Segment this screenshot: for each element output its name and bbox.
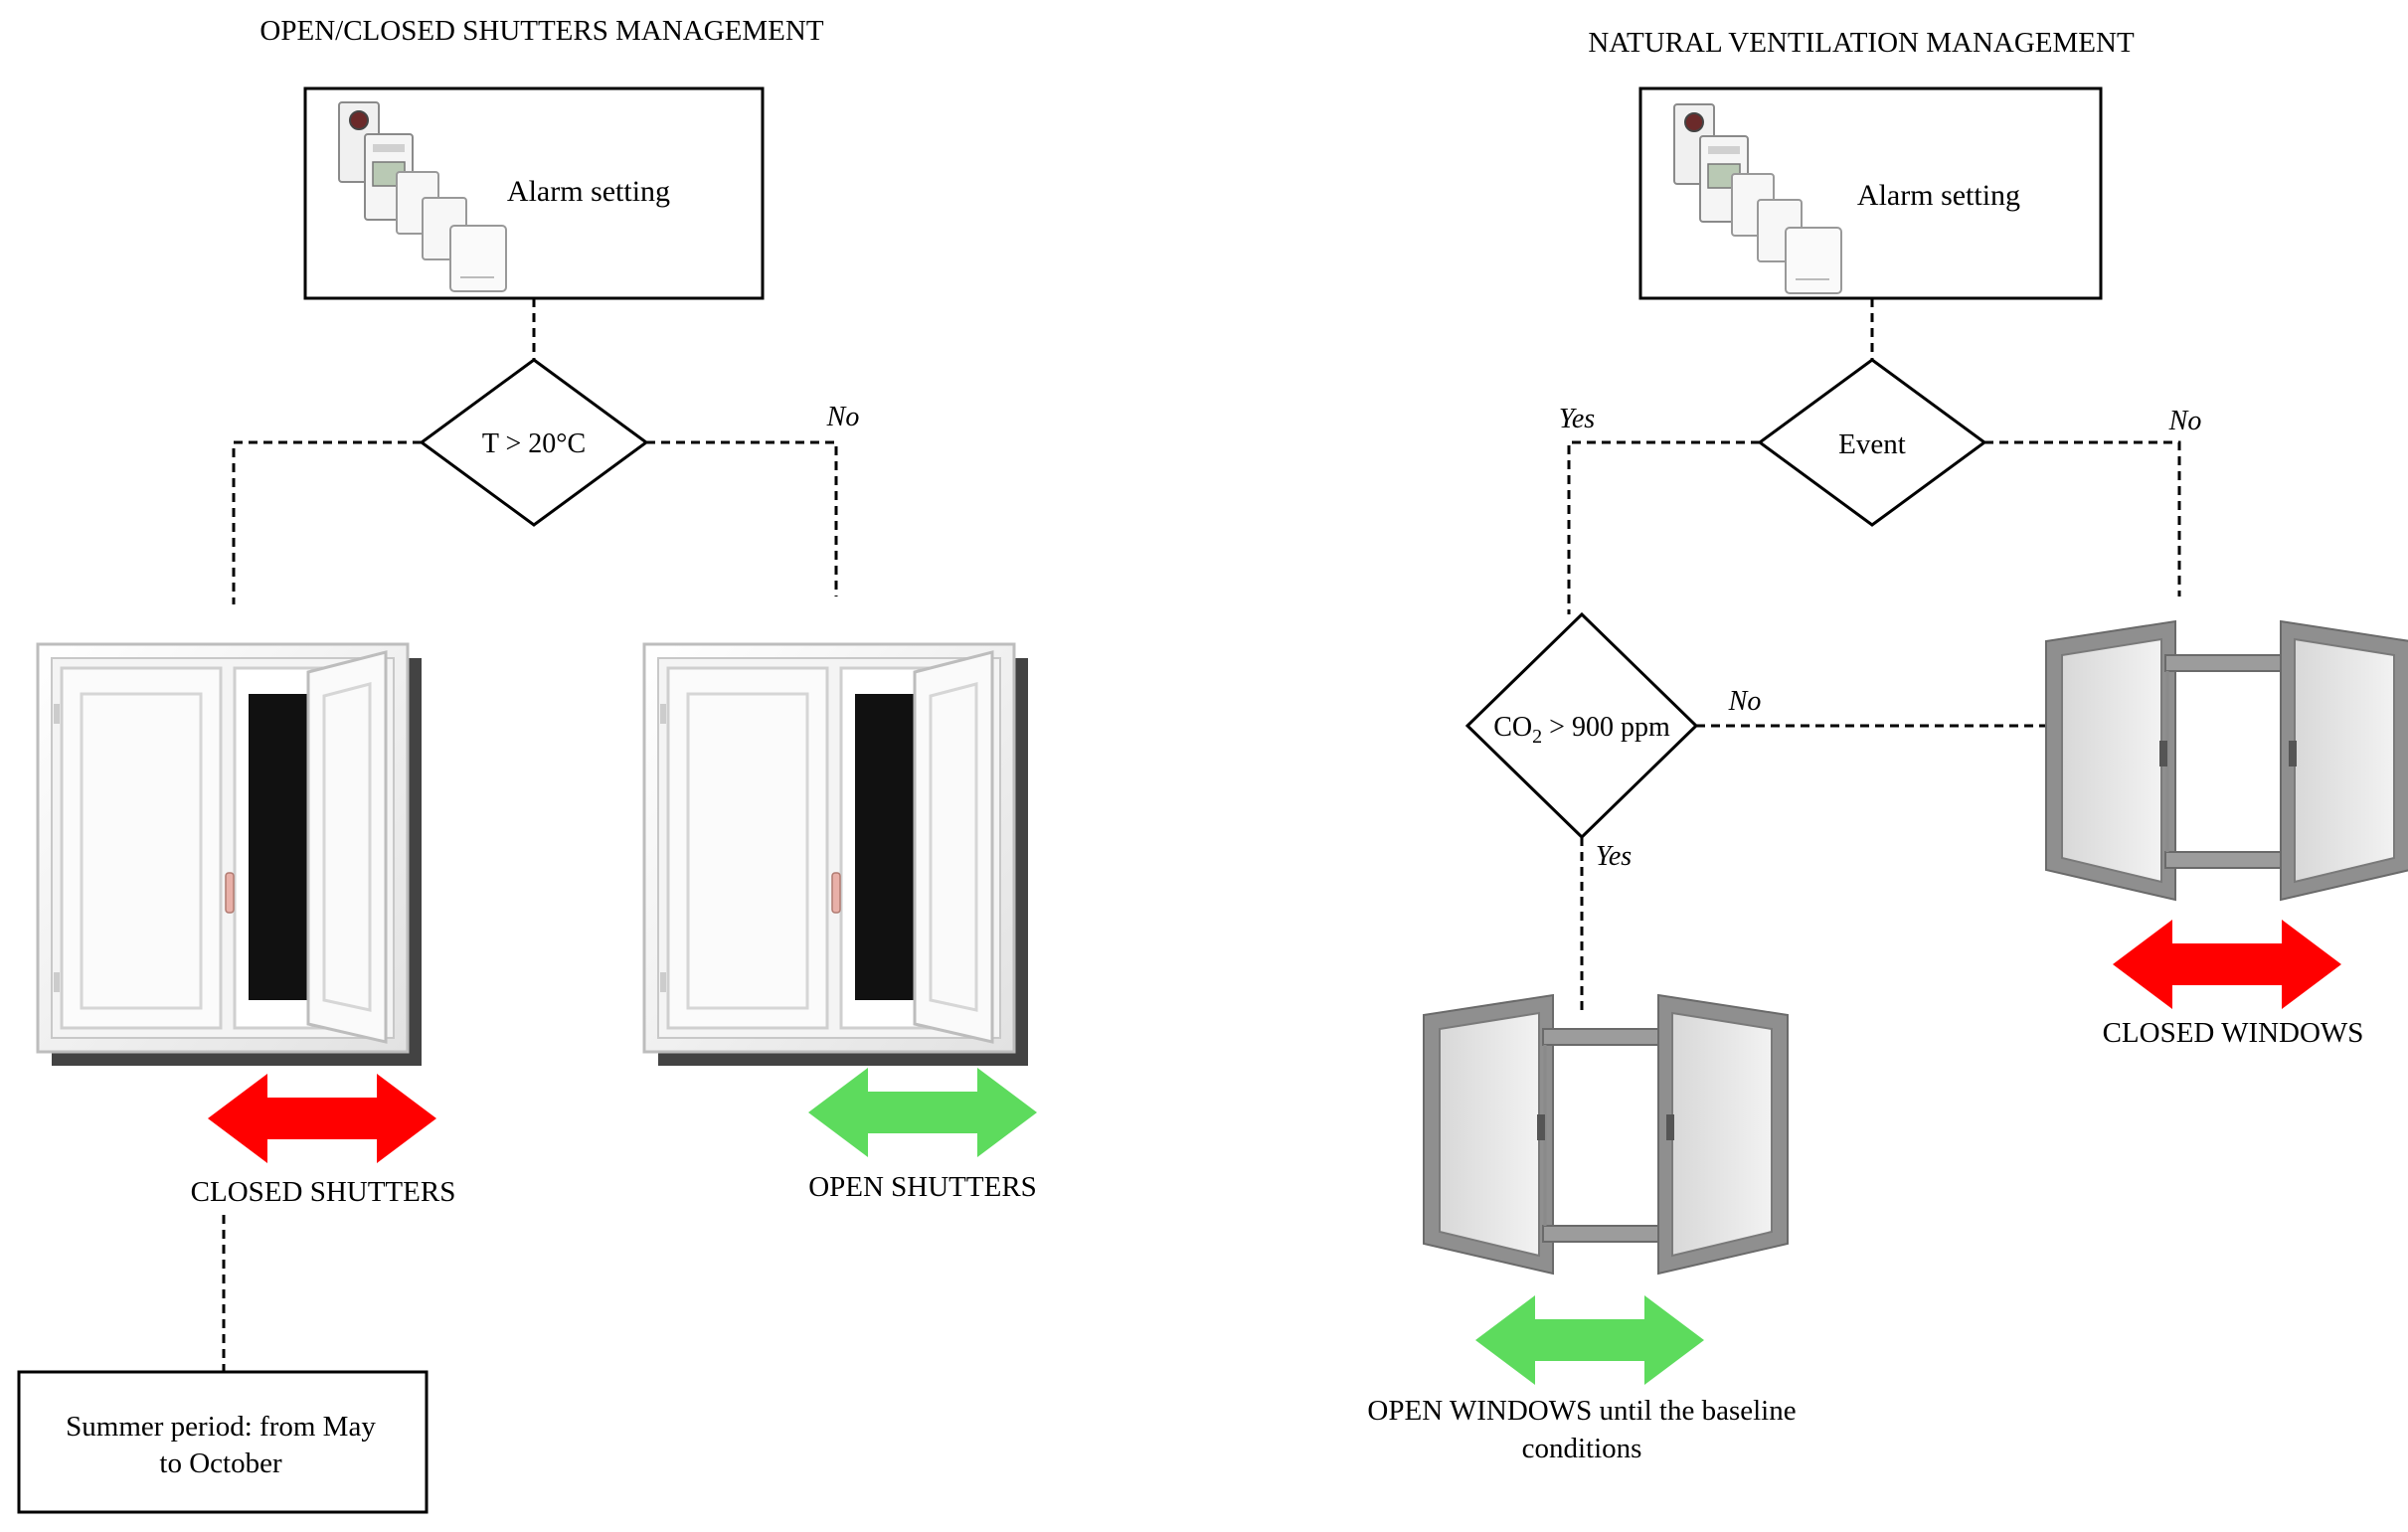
left-connectors [222,298,838,1372]
summer-period-line1: Summer period: from May [66,1411,376,1443]
left-condition-label: T > 20°C [482,428,586,459]
closed-windows-label: CLOSED WINDOWS [2103,1017,2364,1049]
closed-casement-window-icon [2044,619,2408,902]
right-alarm-label: Alarm setting [1857,179,2020,212]
open-windows-double-arrow-icon [1475,1295,1704,1385]
left-branch-no: No [826,402,860,432]
right-alarm-box: Alarm setting [1638,86,2103,300]
open-shutters-double-arrow-icon [808,1068,1037,1157]
event-branch-yes: Yes [1559,404,1595,434]
right-title: NATURAL VENTILATION MANAGEMENT [1588,27,2135,59]
closed-shutters-double-arrow-icon [208,1074,436,1163]
co2-decision: CO2 > 900 ppm [1464,611,1699,840]
open-shutter-window-icon [642,642,1030,1068]
event-decision: Event [1757,358,1987,527]
summer-period-box: Summer period: from May to October [17,1370,429,1514]
left-alarm-box: Alarm setting [303,86,765,300]
closed-windows-double-arrow-icon [2113,920,2341,1009]
open-windows-label-line1: OPEN WINDOWS until the baseline [1367,1395,1796,1427]
closed-shutters-label: CLOSED SHUTTERS [191,1176,456,1208]
event-label: Event [1838,428,1906,460]
open-shutters-label: OPEN SHUTTERS [808,1171,1037,1203]
right-connectors [1567,298,2181,1014]
co2-branch-yes: Yes [1596,841,1632,872]
left-title: OPEN/CLOSED SHUTTERS MANAGEMENT [259,15,823,47]
left-decision: T > 20°C [419,358,649,527]
open-windows-label-line2: conditions [1522,1433,1642,1464]
co2-condition-label: CO2 > 900 ppm [1493,712,1670,748]
summer-period-line2: to October [159,1447,282,1479]
left-alarm-label: Alarm setting [507,175,670,208]
event-branch-no: No [2168,406,2202,436]
closed-shutter-window-icon [36,642,424,1068]
open-casement-window-icon [1422,993,1790,1276]
co2-branch-no: No [1728,686,1762,717]
